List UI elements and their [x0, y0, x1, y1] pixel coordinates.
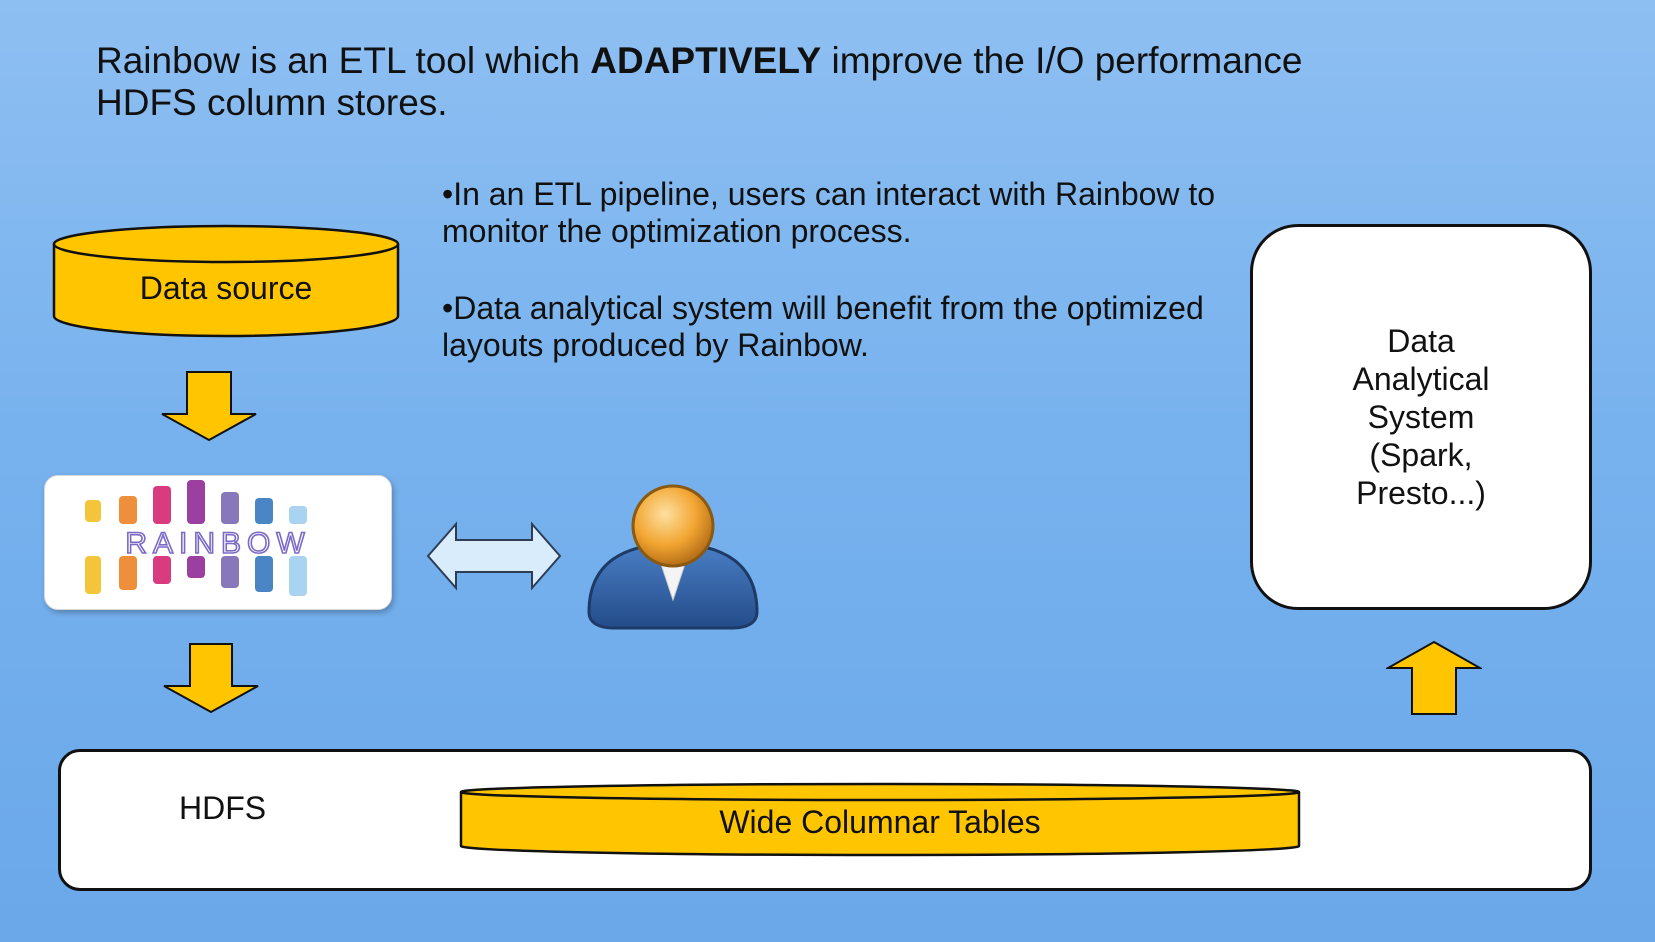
cylinder-shape [52, 224, 400, 338]
hdfs-box: HDFS Wide Columnar Tables [58, 749, 1592, 891]
down-arrow-icon [161, 371, 257, 442]
bullet-item-etl: •In an ETL pipeline, users can interact … [442, 176, 1216, 249]
title-text-after: improve the I/O performance HDFS column … [96, 40, 1303, 123]
data-source-label: Data source [139, 270, 313, 306]
cylinder-shape [459, 782, 1301, 857]
data-source-cylinder: Data source [52, 224, 400, 338]
rainbow-logo: RAINBOW [44, 475, 392, 610]
title-text-bold: ADAPTIVELY [590, 40, 822, 81]
page-title: Rainbow is an ETL tool which ADAPTIVELY … [96, 40, 1396, 124]
title-text-before: Rainbow is an ETL tool which [96, 40, 591, 81]
wide-columnar-tables-label: Wide Columnar Tables [719, 804, 1041, 840]
hdfs-label: HDFS [179, 790, 267, 826]
wide-columnar-tables-cylinder: Wide Columnar Tables [459, 782, 1301, 858]
rainbow-logo-graphic: RAINBOW [85, 480, 310, 596]
analytical-system-box: Data Analytical System (Spark, Presto...… [1250, 224, 1592, 610]
user-icon [587, 484, 759, 630]
bullet-item-analytics: •Data analytical system will benefit fro… [442, 290, 1204, 363]
up-arrow-icon [1386, 640, 1482, 715]
rainbow-logo-text: RAINBOW [125, 527, 310, 560]
analytical-system-label: Data Analytical System (Spark, Presto...… [1352, 323, 1490, 511]
down-arrow-icon [163, 643, 259, 714]
bullet-list: •In an ETL pipeline, users can interact … [442, 176, 1222, 404]
double-arrow-icon [426, 521, 562, 591]
